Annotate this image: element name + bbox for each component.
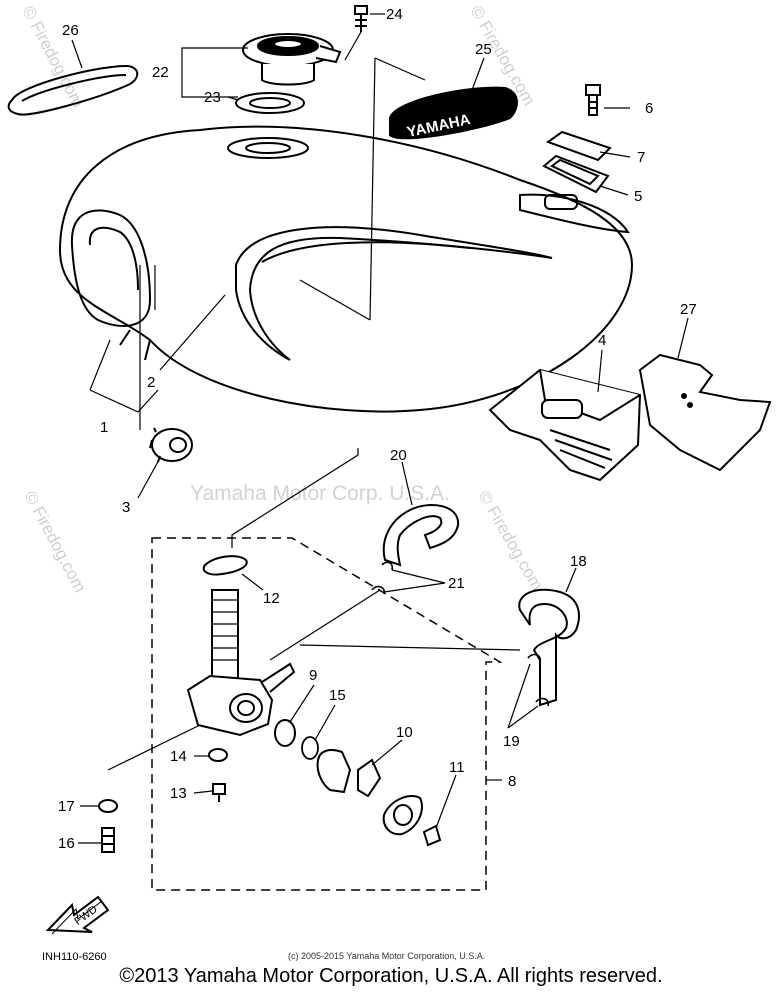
callout-18: 18 — [570, 553, 587, 570]
rubber-strip — [7, 64, 139, 116]
watermark-site-top-left: © Firedog.com — [18, 3, 87, 111]
callout-7: 7 — [637, 149, 645, 166]
callout-13: 13 — [170, 785, 187, 802]
callout-21: 21 — [448, 575, 465, 592]
callout-3: 3 — [122, 499, 130, 516]
fuel-tank — [58, 125, 634, 413]
callout-9: 9 — [309, 667, 317, 684]
bolt-6 — [585, 84, 601, 116]
callout-17: 17 — [58, 798, 75, 815]
screw-13 — [212, 783, 226, 802]
leader-lines — [71, 13, 689, 844]
o-ring-9 — [274, 719, 296, 747]
watermark-center: Yamaha Motor Corp. U.S.A. — [190, 482, 450, 505]
callout-23: 23 — [204, 89, 221, 106]
callout-labels: 1 2 3 4 5 6 7 8 9 10 11 12 13 14 15 16 1… — [58, 6, 697, 852]
washer-14 — [208, 748, 228, 762]
cap-gasket — [235, 92, 305, 114]
fuel-cock-body — [186, 589, 296, 737]
callout-22: 22 — [152, 64, 169, 81]
callout-12: 12 — [263, 590, 280, 607]
callout-24: 24 — [386, 6, 403, 23]
fuel-cap-assembly — [242, 33, 342, 86]
callout-26: 26 — [62, 22, 79, 39]
watermark-site-left: © Firedog.com — [20, 488, 89, 596]
callout-27: 27 — [680, 301, 697, 318]
callout-16: 16 — [58, 835, 75, 852]
screw-11 — [422, 824, 442, 847]
callout-20: 20 — [390, 447, 407, 464]
small-copyright: (c) 2005-2015 Yamaha Motor Corporation, … — [288, 951, 485, 961]
breather-pipe-18 — [518, 588, 580, 707]
tank-emblem: YAMAHA — [389, 86, 518, 141]
cover-27 — [638, 353, 772, 472]
callout-5: 5 — [634, 188, 642, 205]
callout-10: 10 — [396, 724, 413, 741]
plate-4 — [488, 368, 642, 482]
tank-guide-lines — [139, 57, 426, 430]
lever-assembly — [316, 749, 423, 836]
washer-17 — [98, 799, 118, 813]
callout-11: 11 — [449, 759, 465, 776]
fuel-cock-boundary — [151, 537, 503, 891]
knob-3 — [149, 427, 193, 463]
clip-21 — [371, 561, 394, 595]
o-ring-15 — [301, 736, 319, 760]
fwd-arrow: FWD — [45, 895, 110, 935]
cushion-7 — [545, 130, 612, 162]
callout-8: 8 — [508, 773, 516, 790]
bolt-16 — [101, 827, 115, 853]
fuel-hose-20 — [382, 504, 460, 567]
cap-screw — [344, 5, 368, 61]
callout-6: 6 — [645, 100, 653, 117]
callout-4: 4 — [598, 332, 606, 349]
callout-19: 19 — [503, 733, 520, 750]
diagram-code: INH110-6260 — [42, 951, 107, 963]
callout-2: 2 — [147, 374, 155, 391]
clip-19 — [527, 653, 550, 707]
callout-15: 15 — [329, 687, 346, 704]
callout-1: 1 — [100, 419, 108, 436]
callout-25: 25 — [475, 41, 492, 58]
damper-5 — [542, 154, 610, 194]
footer-copyright: ©2013 Yamaha Motor Corporation, U.S.A. A… — [119, 965, 663, 987]
callout-14: 14 — [170, 748, 187, 765]
gasket-12 — [202, 555, 248, 576]
watermark-site-right: © Firedog.com — [475, 488, 547, 594]
